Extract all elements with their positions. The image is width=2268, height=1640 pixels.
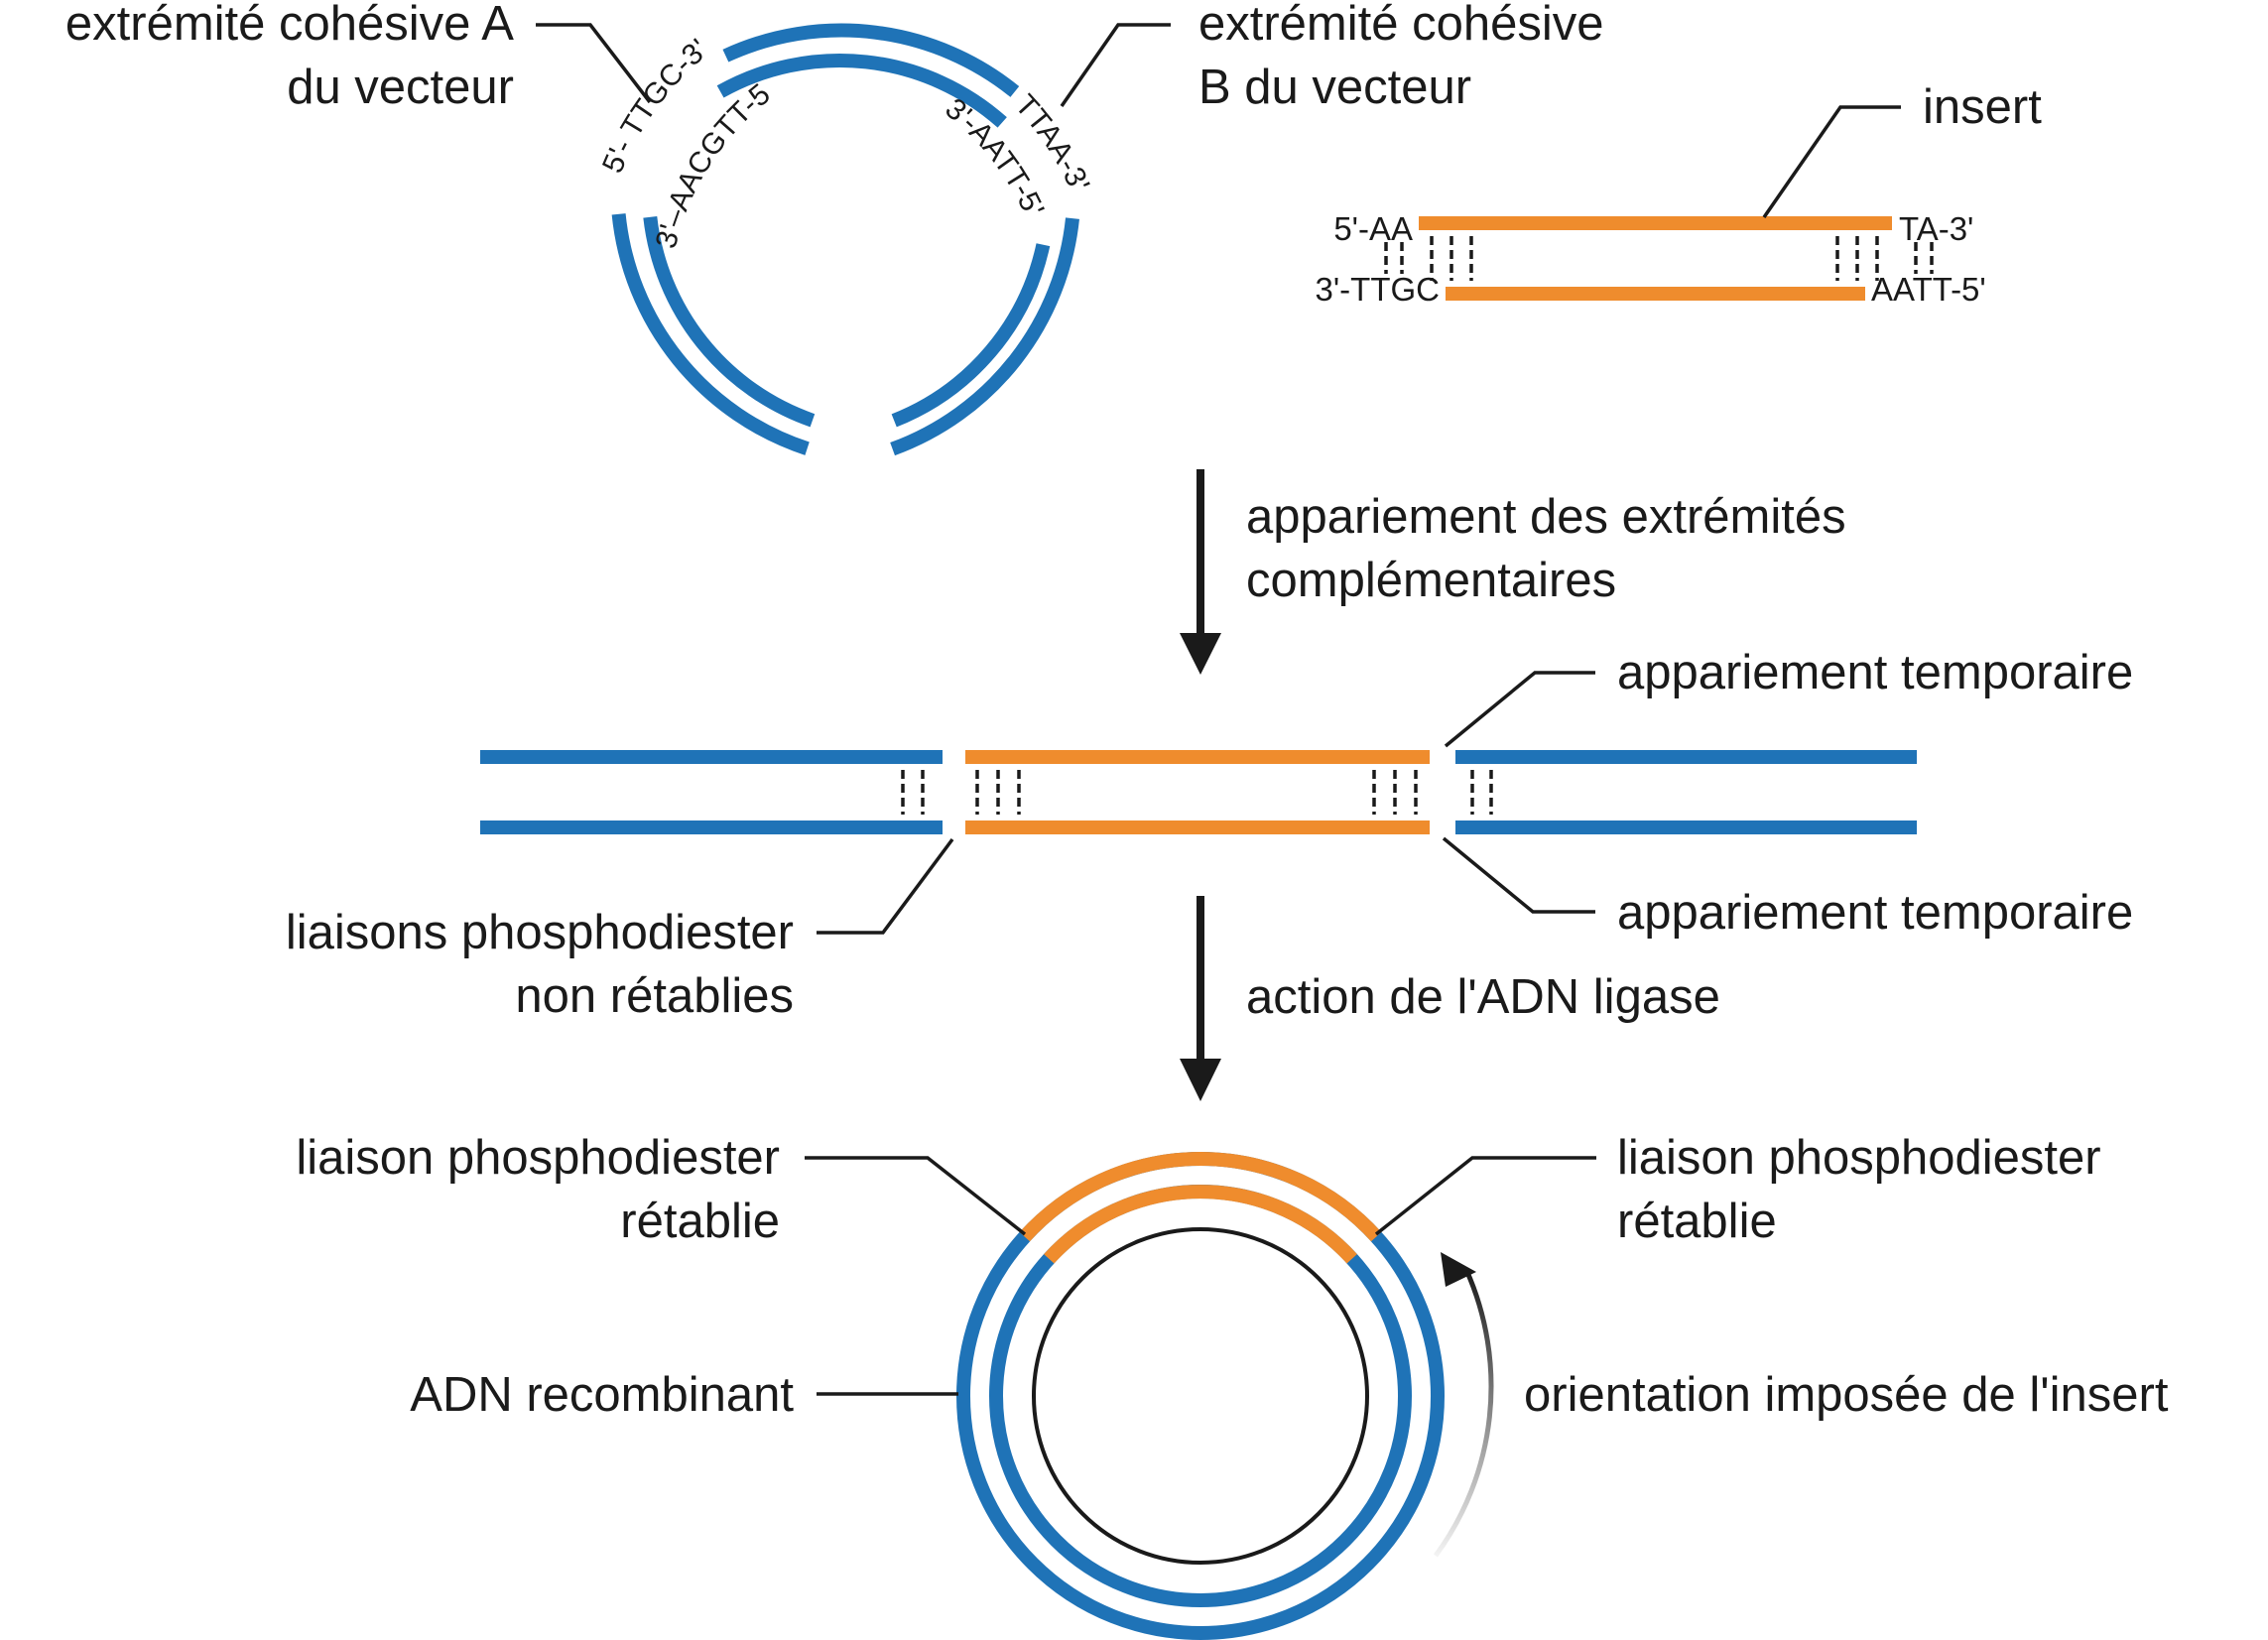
orientation-arrow-arc bbox=[1433, 1268, 1494, 1558]
bond-restored-right-label-line1: liaison phosphodiester bbox=[1617, 1131, 2101, 1185]
temp-pairing-bottom-label: appariement temporaire bbox=[1617, 886, 2133, 940]
temp-pairing-bottom-leader bbox=[1442, 836, 1595, 914]
orientation-arrow-head bbox=[1441, 1252, 1476, 1287]
bond-restored-right-label-line2: rétablie bbox=[1617, 1195, 1777, 1248]
end-b-label-line2: B du vecteur bbox=[1198, 61, 1471, 114]
vector-inner-strand bbox=[716, 53, 1007, 128]
orientation-label: orientation imposée de l'insert bbox=[1524, 1368, 2169, 1422]
vector-outer-strand bbox=[611, 213, 810, 455]
step-1: appariement des extrémités complémentair… bbox=[1180, 469, 1846, 675]
insert-fragment: 5'-AA TA-3' 3'-TTGC AATT-5' insert bbox=[1316, 80, 2043, 308]
insert-leader-line bbox=[1762, 105, 1901, 218]
insert-bottom-right-sequence: AATT-5' bbox=[1871, 271, 1986, 308]
insert-outer-arc bbox=[1019, 1152, 1382, 1242]
bonds-not-restored-leader bbox=[817, 837, 954, 935]
insert-inner-arc bbox=[1044, 1185, 1357, 1264]
end-a-leader-line bbox=[536, 23, 652, 104]
bonds-not-restored-label-line1: liaisons phosphodiester bbox=[286, 906, 794, 959]
end-b-leader-line bbox=[1060, 23, 1171, 107]
vector-inner-strand bbox=[643, 216, 816, 428]
vector-outer-strand bbox=[890, 217, 1079, 456]
vector-inner-strand bbox=[891, 243, 1051, 428]
vector-outer-strand bbox=[722, 23, 1020, 97]
insert-bottom-left-sequence: 3'-TTGC bbox=[1316, 271, 1440, 308]
step-1-arrow-head bbox=[1180, 633, 1221, 675]
recombinant-dna: orientation imposée de l'insert liaison … bbox=[296, 1131, 2169, 1640]
insert-top-right-sequence: TA-3' bbox=[1899, 210, 1973, 247]
bond-restored-right-leader bbox=[1374, 1156, 1596, 1236]
annealed-construct: appariement temporaire appariement tempo… bbox=[286, 646, 2133, 1023]
bonds-not-restored-label-line2: non rétablies bbox=[515, 969, 794, 1023]
end-a-label-line2: du vecteur bbox=[287, 61, 514, 114]
step-1-label-line1: appariement des extrémités bbox=[1246, 490, 1846, 544]
insert-top-left-sequence: 5'-AA bbox=[1333, 210, 1413, 247]
recombinant-label: ADN recombinant bbox=[410, 1368, 794, 1422]
plasmid-backbone-circle bbox=[1032, 1227, 1369, 1565]
temp-pairing-top-leader bbox=[1444, 671, 1595, 748]
bond-restored-left-leader bbox=[805, 1156, 1027, 1236]
end-a-label-line1: extrémité cohésive A bbox=[65, 0, 514, 51]
bond-restored-left-label-line1: liaison phosphodiester bbox=[296, 1131, 780, 1185]
temp-pairing-top-label: appariement temporaire bbox=[1617, 646, 2133, 699]
bond-restored-left-label-line2: rétablie bbox=[620, 1195, 780, 1248]
end-b-label-line1: extrémité cohésive bbox=[1198, 0, 1604, 51]
step-1-label-line2: complémentaires bbox=[1246, 554, 1616, 607]
step-2: action de l'ADN ligase bbox=[1180, 896, 1720, 1101]
step-2-arrow-head bbox=[1180, 1059, 1221, 1101]
insert-label: insert bbox=[1923, 80, 2042, 134]
step-2-label: action de l'ADN ligase bbox=[1246, 970, 1720, 1024]
